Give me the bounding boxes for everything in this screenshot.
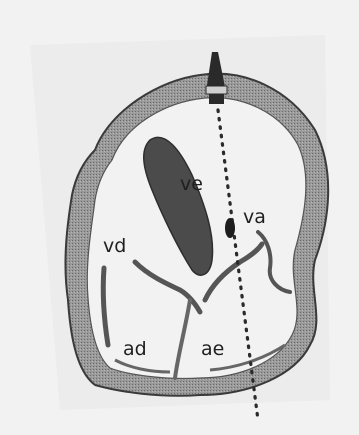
target-marker — [225, 218, 235, 238]
label-ad: ad — [123, 338, 147, 360]
label-ae: ae — [201, 338, 224, 360]
label-vd: vd — [103, 235, 126, 257]
probe-base — [209, 94, 224, 104]
label-va: va — [243, 206, 266, 228]
probe-band — [206, 86, 227, 94]
label-ve: ve — [180, 173, 203, 195]
